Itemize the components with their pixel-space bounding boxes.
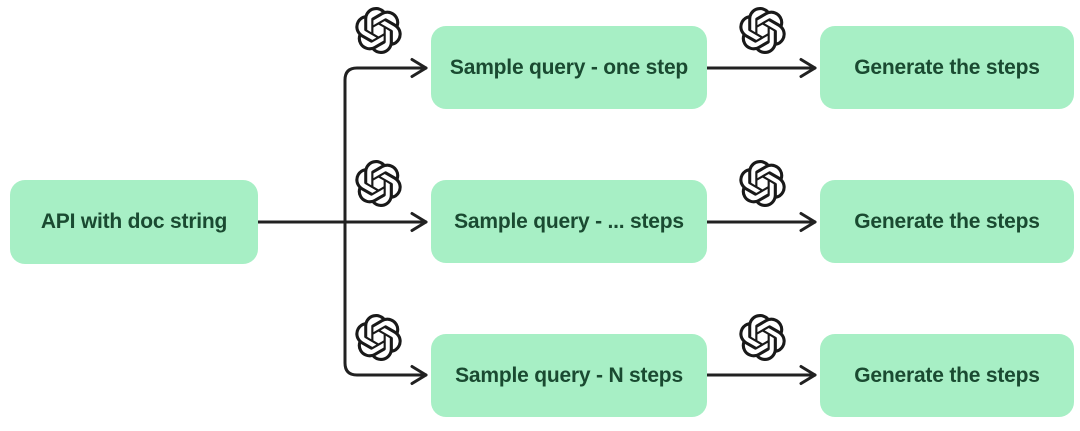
node-sample-query-one-step: Sample query - one step bbox=[431, 26, 707, 109]
node-api-with-doc-string: API with doc string bbox=[10, 180, 258, 264]
openai-logo-icon bbox=[739, 7, 786, 54]
node-sample-query-n-steps: Sample query - N steps bbox=[431, 334, 707, 417]
node-generate-steps-2: Generate the steps bbox=[820, 180, 1074, 263]
node-label: Sample query - ... steps bbox=[454, 209, 684, 233]
openai-logo-icon bbox=[355, 314, 402, 361]
openai-logo-icon bbox=[739, 314, 786, 361]
node-label: API with doc string bbox=[40, 210, 228, 233]
node-label: Sample query - N steps bbox=[455, 363, 683, 387]
openai-logo-icon bbox=[355, 160, 402, 207]
openai-logo-icon bbox=[739, 160, 786, 207]
node-generate-steps-1: Generate the steps bbox=[820, 26, 1074, 109]
node-label: Sample query - one step bbox=[449, 55, 689, 79]
node-label: Generate the steps bbox=[854, 55, 1040, 79]
node-label: Generate the steps bbox=[854, 209, 1040, 233]
node-sample-query-dots-steps: Sample query - ... steps bbox=[431, 180, 707, 263]
node-label: Generate the steps bbox=[854, 363, 1040, 387]
openai-logo-icon bbox=[355, 7, 402, 54]
node-generate-steps-3: Generate the steps bbox=[820, 334, 1074, 417]
